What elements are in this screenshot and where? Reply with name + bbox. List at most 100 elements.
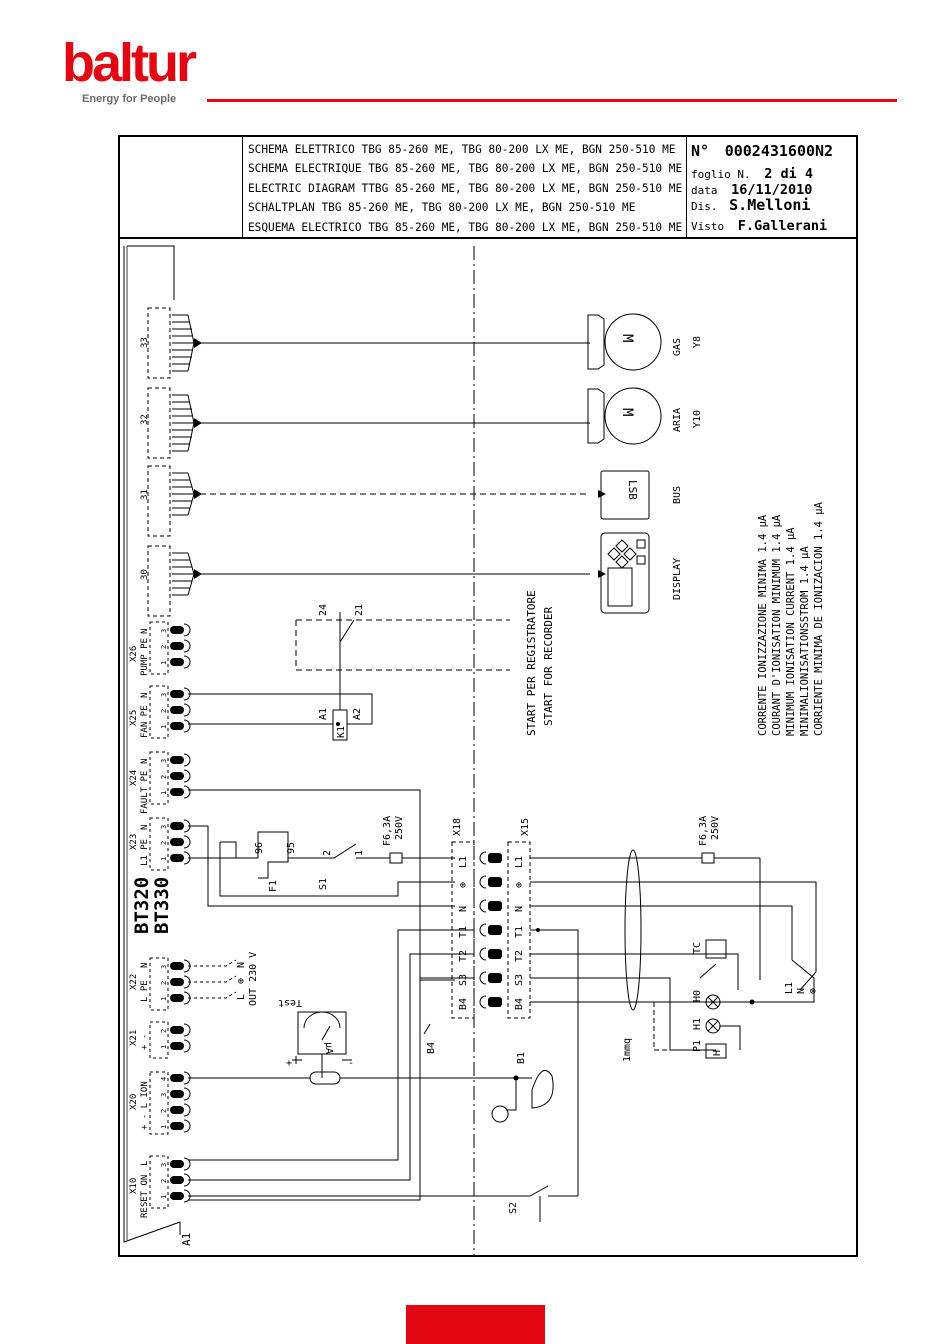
connector-x26-sub: PUMP PE xyxy=(140,638,150,676)
terminal-socket xyxy=(183,975,191,989)
terminal-socket xyxy=(183,1071,191,1085)
connector-x22-n: N xyxy=(140,963,150,968)
terminal-socket xyxy=(183,1189,191,1203)
relay-k1: K1 xyxy=(336,726,347,738)
connector-x24: X24 xyxy=(129,770,139,786)
connector-32: 32 xyxy=(140,414,150,425)
strip-socket xyxy=(479,923,487,937)
thermal-96: 96 xyxy=(254,842,265,854)
relay-a2: A2 xyxy=(352,708,363,720)
ionisation-note-es: CORRIENTE MINIMA DE IONIZACION 1.4 μA xyxy=(813,501,825,736)
switch-s1-1: 1 xyxy=(354,850,365,856)
fuse1-label: F6,3A xyxy=(382,816,393,846)
connector-x20: X20 xyxy=(129,1094,139,1110)
terminal-pin xyxy=(170,788,184,796)
lsb-label: LSB xyxy=(626,480,639,500)
terminal-pin-number: 2 xyxy=(160,841,168,845)
strip-x18-pin xyxy=(488,973,502,983)
terminal-socket xyxy=(183,1023,191,1037)
terminal-socket xyxy=(183,769,191,783)
terminal-socket xyxy=(183,851,191,865)
connector-x26: X26 xyxy=(129,646,139,662)
checked-row: Visto F.Gallerani xyxy=(691,215,827,234)
test-meter-unit: μA xyxy=(323,1042,334,1054)
terminal-pin-number: 1 xyxy=(160,997,168,1001)
terminal-pin-number: 1 xyxy=(160,1125,168,1129)
terminal-socket xyxy=(183,1173,191,1187)
terminal-pin xyxy=(170,1192,184,1200)
strip-socket xyxy=(479,947,487,961)
terminal-socket xyxy=(183,753,191,767)
out-230v: OUT 230 V xyxy=(248,952,259,1006)
terminal-socket xyxy=(183,1157,191,1171)
terminal-pin-number: 2 xyxy=(160,645,168,649)
terminal-pin-number: 2 xyxy=(160,981,168,985)
terminal-pin-number: 1 xyxy=(160,725,168,729)
mains-pe: ⊕ xyxy=(808,988,819,994)
terminal-socket xyxy=(183,991,191,1005)
connector-x25-n: N xyxy=(140,693,150,698)
terminal-pin xyxy=(170,658,184,666)
test-plus: + xyxy=(286,1058,292,1069)
connector-x25: X25 xyxy=(129,710,139,726)
terminal-pin xyxy=(170,772,184,780)
terminal-pin-number: 3 xyxy=(160,1093,168,1097)
relay-a1: A1 xyxy=(318,708,329,720)
terminal-pin xyxy=(170,1160,184,1168)
connector-x24-n: N xyxy=(140,759,150,764)
terminal-pin-number: 2 xyxy=(160,775,168,779)
drawn-label: Dis. xyxy=(691,200,718,213)
terminal-socket xyxy=(183,639,191,653)
checked-value: F.Gallerani xyxy=(737,218,828,234)
connector-x10-sub: RESET ON xyxy=(140,1175,150,1218)
thermal-f1: F1 xyxy=(268,880,279,892)
strip-x18-pin xyxy=(488,925,502,935)
connector-33: 33 xyxy=(140,337,150,348)
terminal-socket xyxy=(183,655,191,669)
ionisation-note-en: MINIMUM IONISATION CURRENT 1.4 μA xyxy=(785,527,797,736)
brand-logo: baltur xyxy=(62,33,197,93)
terminal-socket xyxy=(183,785,191,799)
terminal-pin xyxy=(170,756,184,764)
terminal-pin xyxy=(170,1090,184,1098)
date-label: data xyxy=(691,184,718,197)
mains-l1: L1 xyxy=(784,982,795,994)
x15-t2: T2 xyxy=(514,950,525,962)
pressure-p1: P1 xyxy=(692,1040,703,1052)
date-row: data 16/11/2010 xyxy=(691,179,812,198)
strip-x18: X18 xyxy=(452,818,463,836)
terminal-pin xyxy=(170,626,184,634)
terminal-pin xyxy=(170,1042,184,1050)
connector-x21: X21 xyxy=(129,1030,139,1046)
controller-bt320: BT320 xyxy=(131,877,153,934)
switch-s2: S2 xyxy=(508,1202,519,1214)
title-en: ELECTRIC DIAGRAM TTBG 85-260 ME, TBG 80-… xyxy=(248,181,683,195)
x18-l1: L1 xyxy=(458,856,469,868)
title-names: SCHEMA ELETTRICO TBG 85-260 ME, TBG 80-2… xyxy=(248,140,688,237)
test-meter-label: Test xyxy=(278,997,302,1008)
terminal-socket xyxy=(183,719,191,733)
terminal-pin xyxy=(170,822,184,830)
terminal-pin xyxy=(170,1176,184,1184)
x15-b4: B4 xyxy=(514,998,525,1010)
lamp-h0: H0 xyxy=(692,990,703,1002)
x18-t1: T1 xyxy=(458,926,469,938)
switch-s1: S1 xyxy=(318,878,329,890)
strip-socket xyxy=(479,971,487,985)
recorder-start-en: START FOR RECORDER xyxy=(542,606,555,726)
drawn-row: Dis. S.Melloni xyxy=(691,195,810,214)
terminal-socket xyxy=(183,687,191,701)
strip-x18-pin xyxy=(488,949,502,959)
controller-bt330: BT330 xyxy=(151,877,173,934)
connector-x20-sub: + - L ION xyxy=(140,1081,150,1130)
strip-socket xyxy=(479,851,487,865)
sheet-value: 2 di 4 xyxy=(764,166,814,182)
x22-pin-l: L xyxy=(236,994,247,1000)
terminal-pin-number: 1 xyxy=(160,1195,168,1199)
x18-n: N xyxy=(458,906,469,912)
terminal-pin-number: 3 xyxy=(160,965,168,969)
terminal-pin xyxy=(170,962,184,970)
strip-x18-pin xyxy=(488,997,502,1007)
